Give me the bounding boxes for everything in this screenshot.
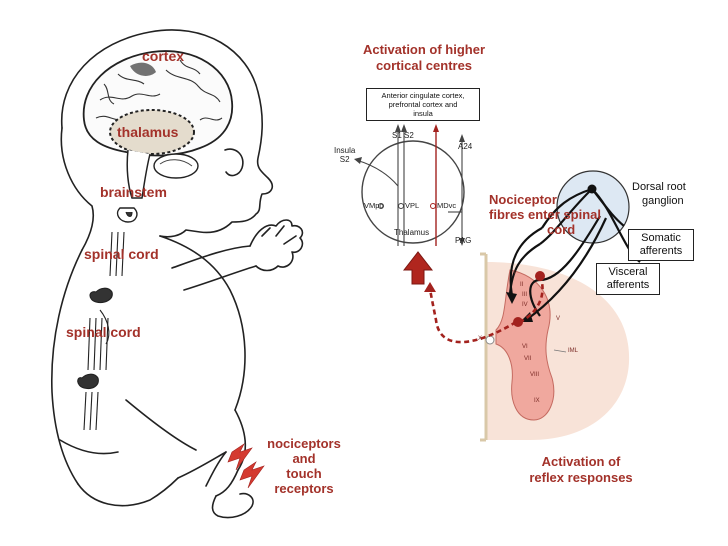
label-reflex-responses: Activation of reflex responses	[518, 454, 644, 486]
label-nociceptor-fibres: Nociceptor fibres enter spinal cord	[489, 192, 601, 237]
box-line: Anterior cingulate cortex,	[381, 91, 465, 100]
label-cortex: cortex	[142, 48, 185, 64]
label-line: reflex responses	[529, 470, 633, 485]
label-nociceptors-line: receptors	[274, 481, 334, 496]
box-line: prefrontal cortex and	[388, 100, 458, 109]
lamina-label: II	[520, 282, 524, 288]
box-line: Visceral	[608, 266, 648, 278]
label-line: cord	[547, 222, 576, 237]
dashed-pathway	[428, 275, 544, 344]
label-spinal-cord-upper: spinal cord	[84, 246, 159, 262]
label-s1s2: S1 S2	[392, 131, 414, 140]
label-line: fibres enter spinal	[489, 207, 601, 222]
brain	[82, 50, 234, 199]
arrowheads	[354, 124, 465, 246]
lamina-label: IML	[568, 348, 579, 354]
label-line: ganglion	[642, 195, 684, 207]
up-arrow-icon	[402, 251, 434, 285]
lamina-label: IX	[534, 398, 540, 404]
label-line: cortical centres	[375, 58, 473, 73]
label-brainstem: brainstem	[100, 184, 167, 200]
lamina-label: V	[556, 316, 561, 322]
box-line: afferents	[639, 245, 683, 257]
label-thalamus: thalamus	[117, 124, 179, 140]
label-thalamus-small: Thalamus	[394, 228, 430, 237]
lamina-label: III	[522, 292, 528, 298]
cortex-target-box: Anterior cingulate cortex, prefrontal co…	[366, 88, 480, 121]
label-insula-s2: Insula S2	[334, 146, 355, 164]
label-line: Activation of	[541, 454, 621, 469]
label-nociceptors-line: touch	[286, 466, 322, 481]
lamina-label: VIII	[530, 372, 540, 378]
label-nociceptors-line: nociceptors	[267, 436, 341, 451]
label-spinal-cord-lower: spinal cord	[66, 324, 141, 340]
label-pag: PAG	[455, 236, 472, 245]
label-line: Dorsal root	[632, 181, 686, 193]
label-line: S2	[339, 155, 350, 164]
lamina-label: VII	[524, 356, 532, 362]
label-mdvc: MDvc	[437, 201, 457, 210]
label-a24: A24	[458, 142, 473, 151]
label-line: Insula	[334, 146, 356, 155]
lamina-label: IV	[522, 302, 528, 308]
box-line: insula	[413, 109, 433, 118]
spinal-cross-section	[480, 252, 630, 442]
somatic-afferents-box: Somatic afferents	[628, 229, 694, 261]
label-line: Nociceptor	[489, 192, 557, 207]
label-vpl: VPL	[405, 201, 420, 210]
label-line: Activation of higher	[362, 42, 486, 57]
label-drg: Dorsal root ganglion	[632, 180, 686, 208]
box-line: Somatic	[641, 232, 681, 244]
label-vmpo: VMpo	[364, 201, 384, 210]
lamina-label: X	[478, 336, 483, 342]
thalamus-circle	[361, 140, 465, 244]
label-nociceptors: nociceptors and touch receptors	[256, 436, 352, 496]
visceral-afferents-box: Visceral afferents	[596, 263, 660, 295]
box-line: afferents	[606, 279, 650, 291]
infant-outline	[50, 29, 304, 519]
spinal-column	[77, 207, 138, 431]
lightning-icon	[227, 443, 265, 489]
label-nociceptors-line: and	[292, 451, 316, 466]
label-higher-centres: Activation of higher cortical centres	[344, 42, 504, 74]
afferent-fibres	[508, 187, 641, 321]
lamina-label: VI	[522, 344, 528, 350]
lamina-label: I	[514, 270, 516, 276]
